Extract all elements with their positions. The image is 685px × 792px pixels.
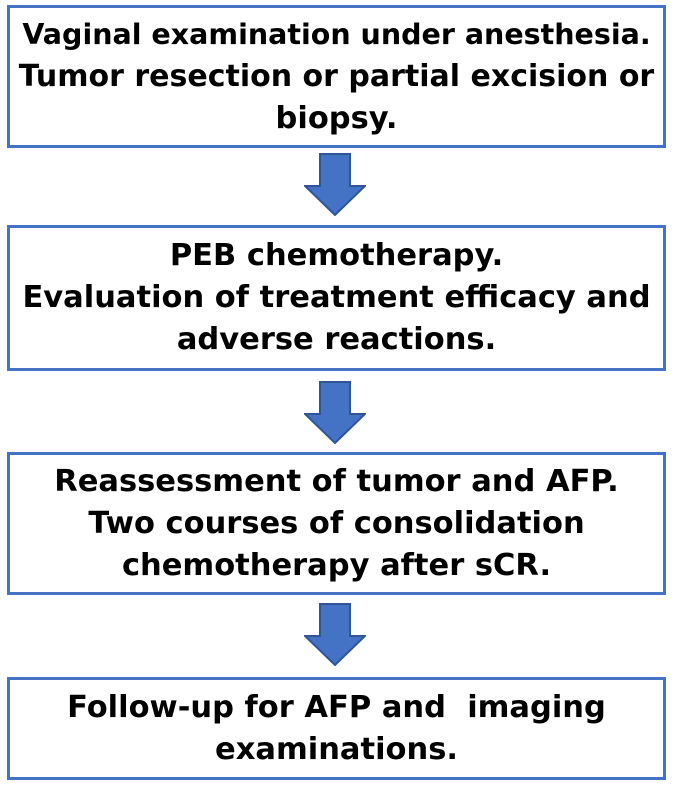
down-arrow-icon	[304, 381, 366, 444]
step-3-line-3: chemotherapy after sCR.	[121, 547, 552, 583]
step-2-box: PEB chemotherapy. Evaluation of treatmen…	[7, 225, 666, 371]
flow-arrow-2	[304, 381, 366, 444]
step-3-line-1: Reassessment of tumor and AFP.	[54, 463, 619, 499]
down-arrow-icon	[304, 603, 366, 666]
flow-arrow-3	[304, 603, 366, 666]
step-1-line-3: biopsy.	[275, 100, 398, 136]
step-1-line-1: Vaginal examination under anesthesia.	[22, 17, 651, 51]
step-2-line-3: adverse reactions.	[176, 322, 497, 357]
step-2-line-2: Evaluation of treatment efficacy and	[22, 280, 651, 315]
step-2-line-1: PEB chemotherapy.	[169, 238, 504, 273]
step-3-line-2: Two courses of consolidation	[88, 505, 585, 541]
step-1-line-2: Tumor resection or partial excision or	[18, 58, 655, 94]
step-4-line-1: Follow-up for AFP and imaging	[67, 689, 606, 725]
flow-arrow-1	[304, 153, 366, 216]
step-1-box: Vaginal examination under anesthesia. Tu…	[7, 5, 666, 148]
step-4-line-2: examinations.	[215, 731, 458, 767]
down-arrow-icon	[304, 153, 366, 216]
step-3-box: Reassessment of tumor and AFP. Two cours…	[7, 452, 666, 595]
step-4-box: Follow-up for AFP and imaging examinatio…	[7, 677, 666, 780]
